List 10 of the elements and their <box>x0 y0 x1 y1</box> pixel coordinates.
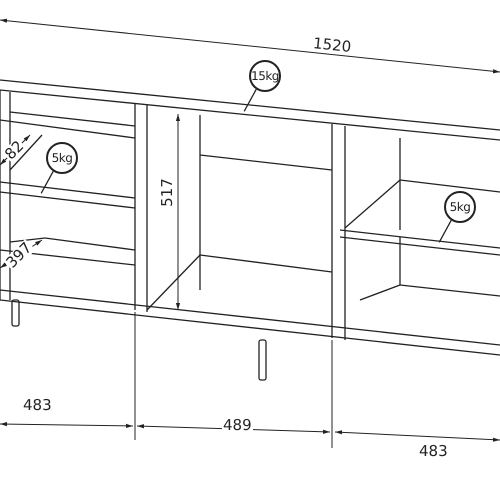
leader-line <box>40 171 54 194</box>
dimension-value: 489 <box>222 418 253 433</box>
dimension-value: 483 <box>418 444 449 459</box>
load-callout: 15kg <box>249 60 281 92</box>
leader-line <box>244 89 257 112</box>
load-callout: 5kg <box>46 142 78 174</box>
load-callout: 5kg <box>444 191 476 223</box>
dimension-value: 483 <box>22 398 53 413</box>
dimension-value: 517 <box>160 177 175 208</box>
leader-line <box>438 220 452 243</box>
